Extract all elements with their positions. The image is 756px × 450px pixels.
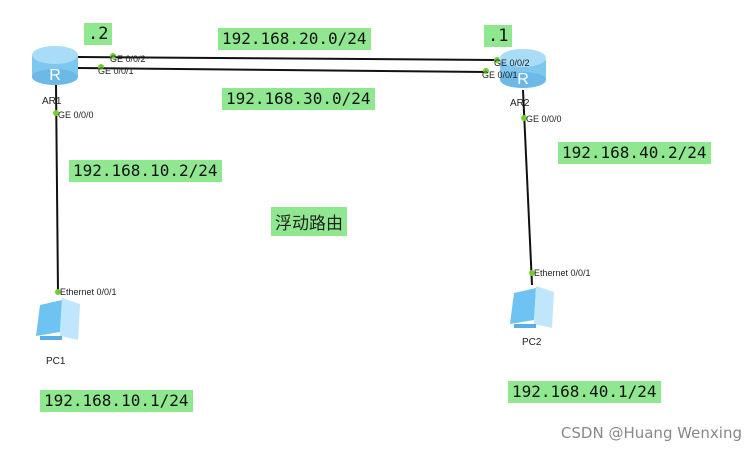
router-ar2-icon[interactable]: R bbox=[500, 49, 546, 88]
port-dot bbox=[529, 270, 535, 276]
port-dot bbox=[483, 68, 489, 74]
port-dot bbox=[110, 53, 116, 59]
link-ar2-pc2 bbox=[522, 89, 533, 286]
svg-text:R: R bbox=[49, 67, 61, 84]
link-ge001 bbox=[77, 67, 489, 73]
pc1-ip: 192.168.10.1/24 bbox=[40, 390, 193, 412]
ar1-label: AR1 bbox=[42, 96, 62, 107]
port-dot bbox=[494, 57, 500, 63]
pc2-ip: 192.168.40.1/24 bbox=[508, 381, 661, 403]
diagram-title: 浮动路由 bbox=[271, 207, 347, 236]
watermark: CSDN @Huang Wenxing bbox=[560, 424, 742, 442]
pc1-port-eth: Ethernet 0/0/1 bbox=[60, 287, 117, 297]
pc2-icon[interactable] bbox=[510, 286, 554, 328]
link-ar1-pc1 bbox=[55, 84, 59, 293]
ar2-lan-ip: 192.168.40.2/24 bbox=[558, 142, 711, 164]
ar2-port-ge001: GE 0/0/1 bbox=[482, 70, 518, 80]
ar2-port-ge000: GE 0/0/0 bbox=[526, 114, 562, 124]
port-dot bbox=[53, 110, 59, 116]
pc1-label: PC1 bbox=[46, 356, 66, 367]
ar2-port-ge002: GE 0/0/2 bbox=[494, 58, 530, 68]
ar1-lan-ip: 192.168.10.2/24 bbox=[69, 160, 222, 182]
pc2-port-eth: Ethernet 0/0/1 bbox=[534, 268, 591, 278]
ar2-label: AR2 bbox=[510, 98, 530, 109]
network-label-30: 192.168.30.0/24 bbox=[222, 88, 375, 110]
ar1-tag: .2 bbox=[84, 23, 113, 45]
ar1-port-ge000: GE 0/0/0 bbox=[58, 110, 94, 120]
pc1-icon[interactable] bbox=[36, 298, 80, 340]
port-dot bbox=[98, 64, 104, 70]
port-dot bbox=[521, 115, 527, 121]
router-ar1-icon[interactable]: R bbox=[32, 46, 78, 85]
ar1-port-ge002: GE 0/0/2 bbox=[110, 54, 146, 64]
ar1-port-ge001: GE 0/0/1 bbox=[98, 66, 134, 76]
ar2-tag: .1 bbox=[484, 25, 513, 47]
pc2-label: PC2 bbox=[522, 337, 542, 348]
link-ge002 bbox=[77, 56, 496, 61]
svg-text:R: R bbox=[517, 71, 529, 88]
port-dot bbox=[55, 289, 61, 295]
network-label-20: 192.168.20.0/24 bbox=[218, 28, 371, 50]
